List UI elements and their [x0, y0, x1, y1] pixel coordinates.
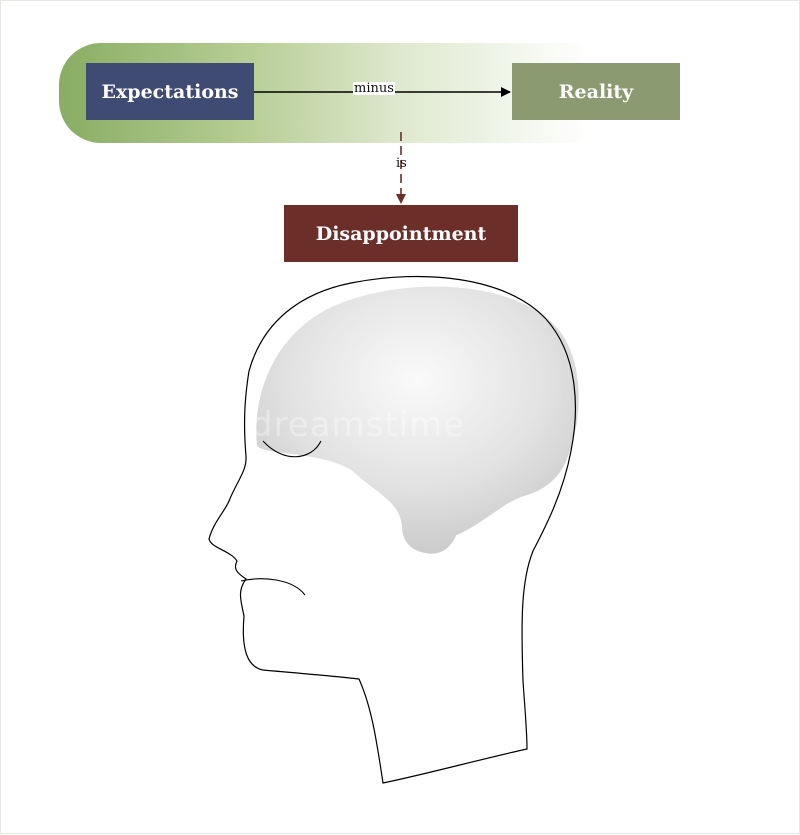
disappointment-box: Disappointment	[284, 205, 518, 262]
reality-box: Reality	[512, 63, 680, 120]
brain-shape	[254, 284, 581, 556]
reality-label: Reality	[558, 80, 634, 103]
minus-label: minus	[353, 81, 395, 96]
mouth-line	[240, 578, 306, 596]
expectations-label: Expectations	[101, 80, 239, 103]
is-label: is	[396, 156, 407, 171]
eye-line	[262, 440, 322, 458]
head-outline	[208, 275, 576, 784]
expectations-box: Expectations	[86, 63, 254, 120]
head-illustration	[208, 275, 581, 784]
watermark-text: dreamstime	[251, 405, 466, 445]
disappointment-label: Disappointment	[315, 222, 487, 245]
